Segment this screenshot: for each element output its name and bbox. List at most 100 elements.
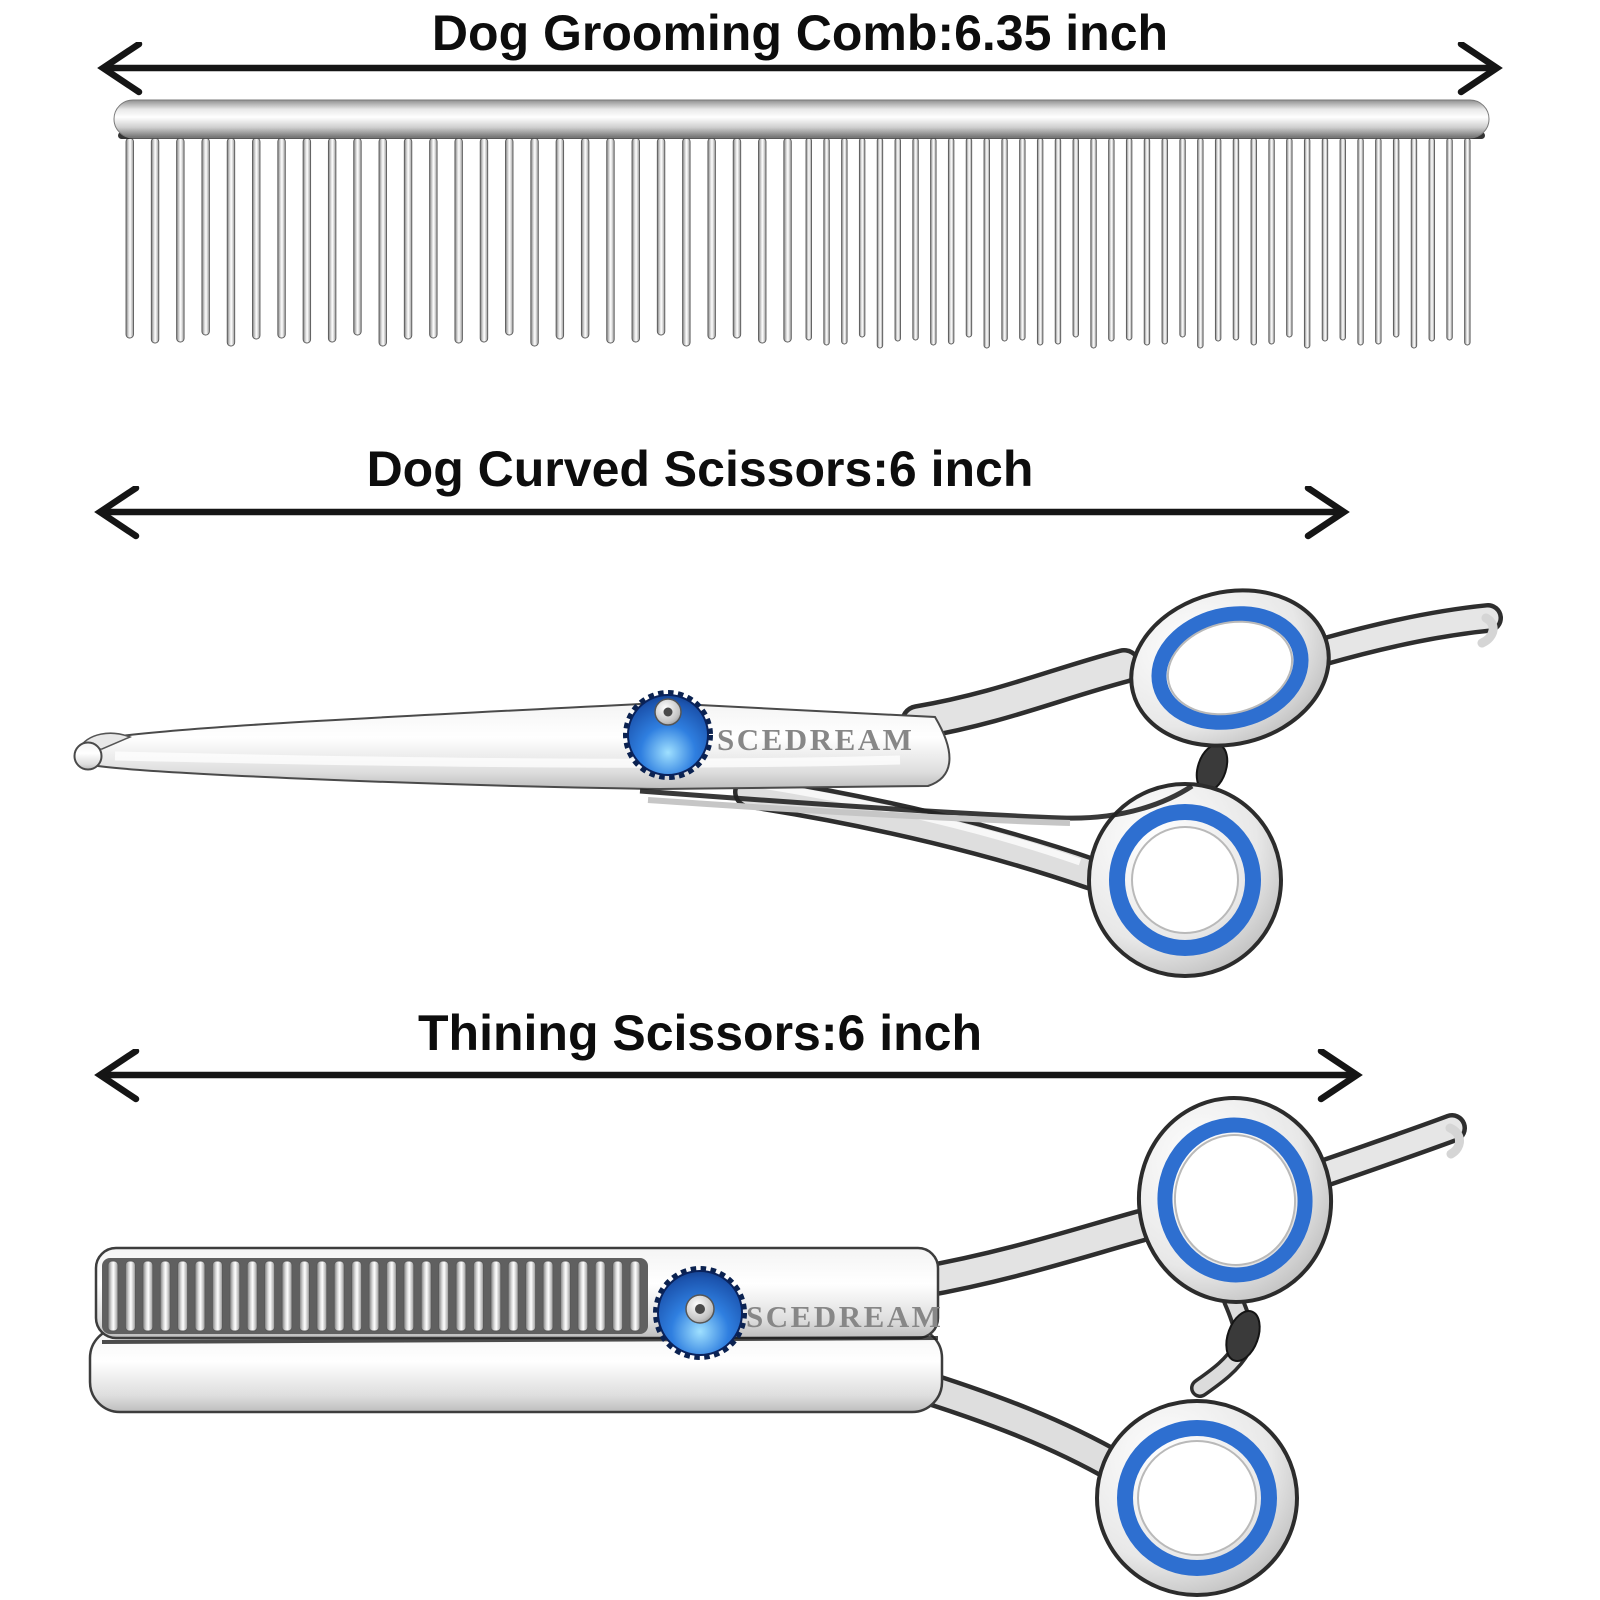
tooth: [656, 137, 666, 336]
top-finger-ring: [1129, 588, 1331, 748]
tooth: [177, 1260, 189, 1332]
blade-seam-shadow: [639, 783, 1194, 821]
tooth: [159, 1260, 171, 1332]
tooth: [124, 1260, 136, 1332]
tooth: [1197, 137, 1204, 349]
tooth: [403, 137, 413, 340]
tooth: [1339, 137, 1346, 341]
arrow-head-left: [94, 1049, 140, 1103]
tooth: [1268, 137, 1275, 345]
ring-blue-insert: [1157, 1117, 1313, 1283]
tooth: [758, 137, 767, 344]
tooth: [559, 1260, 571, 1332]
safety-ball-tip: [73, 741, 103, 771]
tooth: [438, 1260, 450, 1332]
tooth: [707, 137, 716, 340]
knob-screw-center: [663, 707, 673, 717]
tooth: [298, 1260, 310, 1332]
curved-scissors-art: SCEDREAM: [73, 588, 1503, 978]
brand-engraving: SCEDREAM: [717, 722, 914, 757]
tooth: [107, 1260, 119, 1332]
tooth: [580, 137, 590, 339]
tooth: [211, 1260, 223, 1332]
knob-knurl: [653, 1266, 747, 1360]
dimension-arrow-thinning: [94, 1049, 1363, 1103]
tooth: [264, 1260, 276, 1332]
tooth: [385, 1260, 397, 1332]
upper-shank: [907, 1213, 1153, 1295]
tooth: [316, 1260, 328, 1332]
tooth: [353, 137, 362, 336]
arrow-head-left: [97, 42, 143, 96]
curved-scissors-image: SCEDREAM: [73, 588, 1503, 978]
arrow-head-right: [1304, 486, 1350, 540]
tooth: [1054, 137, 1062, 345]
tooth: [194, 1260, 206, 1332]
tooth: [965, 137, 973, 338]
tooth: [429, 137, 438, 339]
tooth: [1464, 137, 1471, 346]
tooth: [858, 137, 866, 338]
section-title-curved-scissors: Dog Curved Scissors:6 inch: [366, 441, 1034, 497]
tooth: [612, 1260, 624, 1332]
brand-engraving: SCEDREAM: [746, 1299, 943, 1334]
tooth: [472, 1260, 484, 1332]
tooth: [783, 137, 792, 343]
tooth: [226, 137, 236, 347]
tooth: [1410, 137, 1418, 349]
tooth: [1232, 137, 1240, 341]
bottom-finger-ring: [1095, 1399, 1299, 1597]
tooth: [805, 137, 812, 341]
tooth: [1108, 137, 1115, 342]
tooth: [176, 137, 185, 343]
ring-hole: [1137, 1440, 1257, 1556]
tooth: [302, 137, 312, 344]
tooth: [505, 137, 514, 336]
ring-blue-insert: [1117, 1420, 1277, 1576]
tooth: [246, 1260, 258, 1332]
tooth: [1036, 137, 1044, 346]
tooth: [930, 137, 937, 346]
thinning-scissors-art: SCEDREAM: [88, 1096, 1467, 1597]
tooth: [201, 137, 210, 336]
tension-knob: [653, 1266, 747, 1360]
tooth: [629, 1260, 641, 1332]
lower-blade-edge: [647, 797, 1071, 826]
tooth: [125, 137, 134, 339]
dimension-arrow-comb: [97, 42, 1503, 96]
tooth: [333, 1260, 345, 1332]
tooth: [368, 1260, 380, 1332]
tooth: [594, 1260, 606, 1332]
dimension-arrow-curved: [94, 486, 1350, 540]
tooth: [1090, 137, 1097, 349]
tooth: [841, 137, 848, 345]
tooth: [1375, 137, 1382, 345]
arrow-head-right: [1457, 42, 1503, 96]
tooth: [912, 137, 919, 341]
tooth: [150, 137, 160, 344]
finger-rest-hook: [1477, 613, 1498, 648]
tooth: [542, 1260, 554, 1332]
section-title-comb: Dog Grooming Comb:6.35 inch: [431, 5, 1169, 61]
tooth: [947, 137, 955, 345]
tooth: [1019, 137, 1026, 341]
tooth: [1072, 137, 1079, 338]
blade-seam-shadow: [101, 1336, 939, 1344]
tooth: [1446, 137, 1453, 341]
tooth: [420, 1260, 432, 1332]
curved-blade: [93, 701, 951, 791]
thinning-blade-teeth: [107, 1260, 641, 1332]
ring-blue-insert: [1151, 606, 1309, 730]
tooth: [281, 1260, 293, 1332]
arrow-head-left: [94, 486, 140, 540]
tooth: [1321, 137, 1329, 342]
upper-shank: [904, 652, 1138, 736]
tooth: [732, 137, 742, 339]
top-finger-ring: [1136, 1096, 1334, 1304]
knob-body: [627, 694, 709, 776]
tooth: [1392, 137, 1400, 338]
tooth: [1001, 137, 1008, 342]
tooth: [1125, 137, 1133, 341]
silencer-stopper: [1225, 1310, 1261, 1362]
